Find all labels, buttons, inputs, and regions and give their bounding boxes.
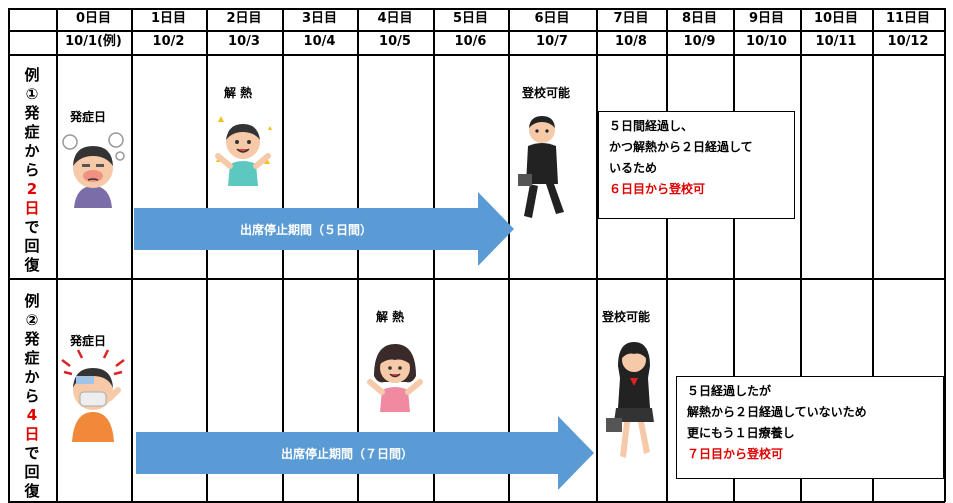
example2-label: 例 ② 発 症 か ら 4 日 で 回 復 [24, 292, 40, 500]
example1-fever-gone-label: 解 熱 [224, 86, 253, 100]
day-header-0: 0日目 [75, 11, 112, 26]
date-header-1: 10/2 [152, 34, 185, 49]
date-header-3: 10/4 [303, 34, 336, 49]
date-header-9: 10/10 [746, 34, 787, 49]
attendance-stop-label-1: 出席停止期間（５日間） [239, 223, 372, 237]
example1-can-attend-label: 登校可能 [522, 86, 571, 100]
day-header-6: 6日目 [534, 11, 570, 26]
day-header-5: 5日目 [452, 11, 489, 26]
date-header-11: 10/12 [887, 34, 929, 49]
example1-note: ５日間経過し、 かつ解熱から２日経過して いるため ６日目から登校可 [598, 111, 795, 219]
day-header-8: 8日目 [681, 11, 718, 26]
date-header-8: 10/9 [683, 34, 716, 49]
student-girl-illustration [606, 342, 654, 458]
date-header-4: 10/5 [379, 34, 411, 49]
day-header-11: 11日目 [885, 11, 931, 26]
day-header-7: 7日目 [613, 11, 649, 26]
day-header-3: 3日目 [301, 11, 338, 26]
date-header-2: 10/3 [228, 34, 260, 49]
example2-fever-gone-label: 解 熱 [376, 310, 405, 324]
day-header-9: 9日目 [748, 11, 785, 26]
recovered-girl-illustration [367, 344, 423, 412]
example2-onset-label: 発症日 [70, 334, 107, 348]
day-header-1: 1日目 [150, 11, 187, 26]
example1-onset-label: 発症日 [70, 110, 107, 124]
student-boy-illustration [518, 116, 564, 218]
date-header-7: 10/8 [615, 34, 647, 49]
date-header-0: 10/1(例) [65, 34, 122, 49]
example2-note: ５日経過したが 解熱から２日経過していないため 更にもう１日療養し ７日目から登… [676, 376, 944, 479]
sick-child-mask-illustration [61, 349, 125, 442]
day-header-4: 4日目 [377, 11, 413, 26]
example1-label: 例 ① 発 症 か ら 2 日 で 回 復 [24, 66, 40, 274]
date-header-10: 10/11 [815, 34, 857, 49]
sick-child-illustration [62, 132, 125, 208]
attendance-stop-arrow-2 [136, 416, 594, 490]
day-header-2: 2日目 [226, 11, 262, 26]
attendance-stop-arrow-1 [134, 192, 514, 266]
recovered-child-illustration [215, 116, 272, 186]
date-header-5: 10/6 [454, 34, 487, 49]
day-header-10: 10日目 [813, 11, 859, 26]
attendance-stop-label-2: 出席停止期間（７日間） [280, 447, 413, 461]
example2-can-attend-label: 登校可能 [602, 310, 651, 324]
date-header-6: 10/7 [536, 34, 568, 49]
